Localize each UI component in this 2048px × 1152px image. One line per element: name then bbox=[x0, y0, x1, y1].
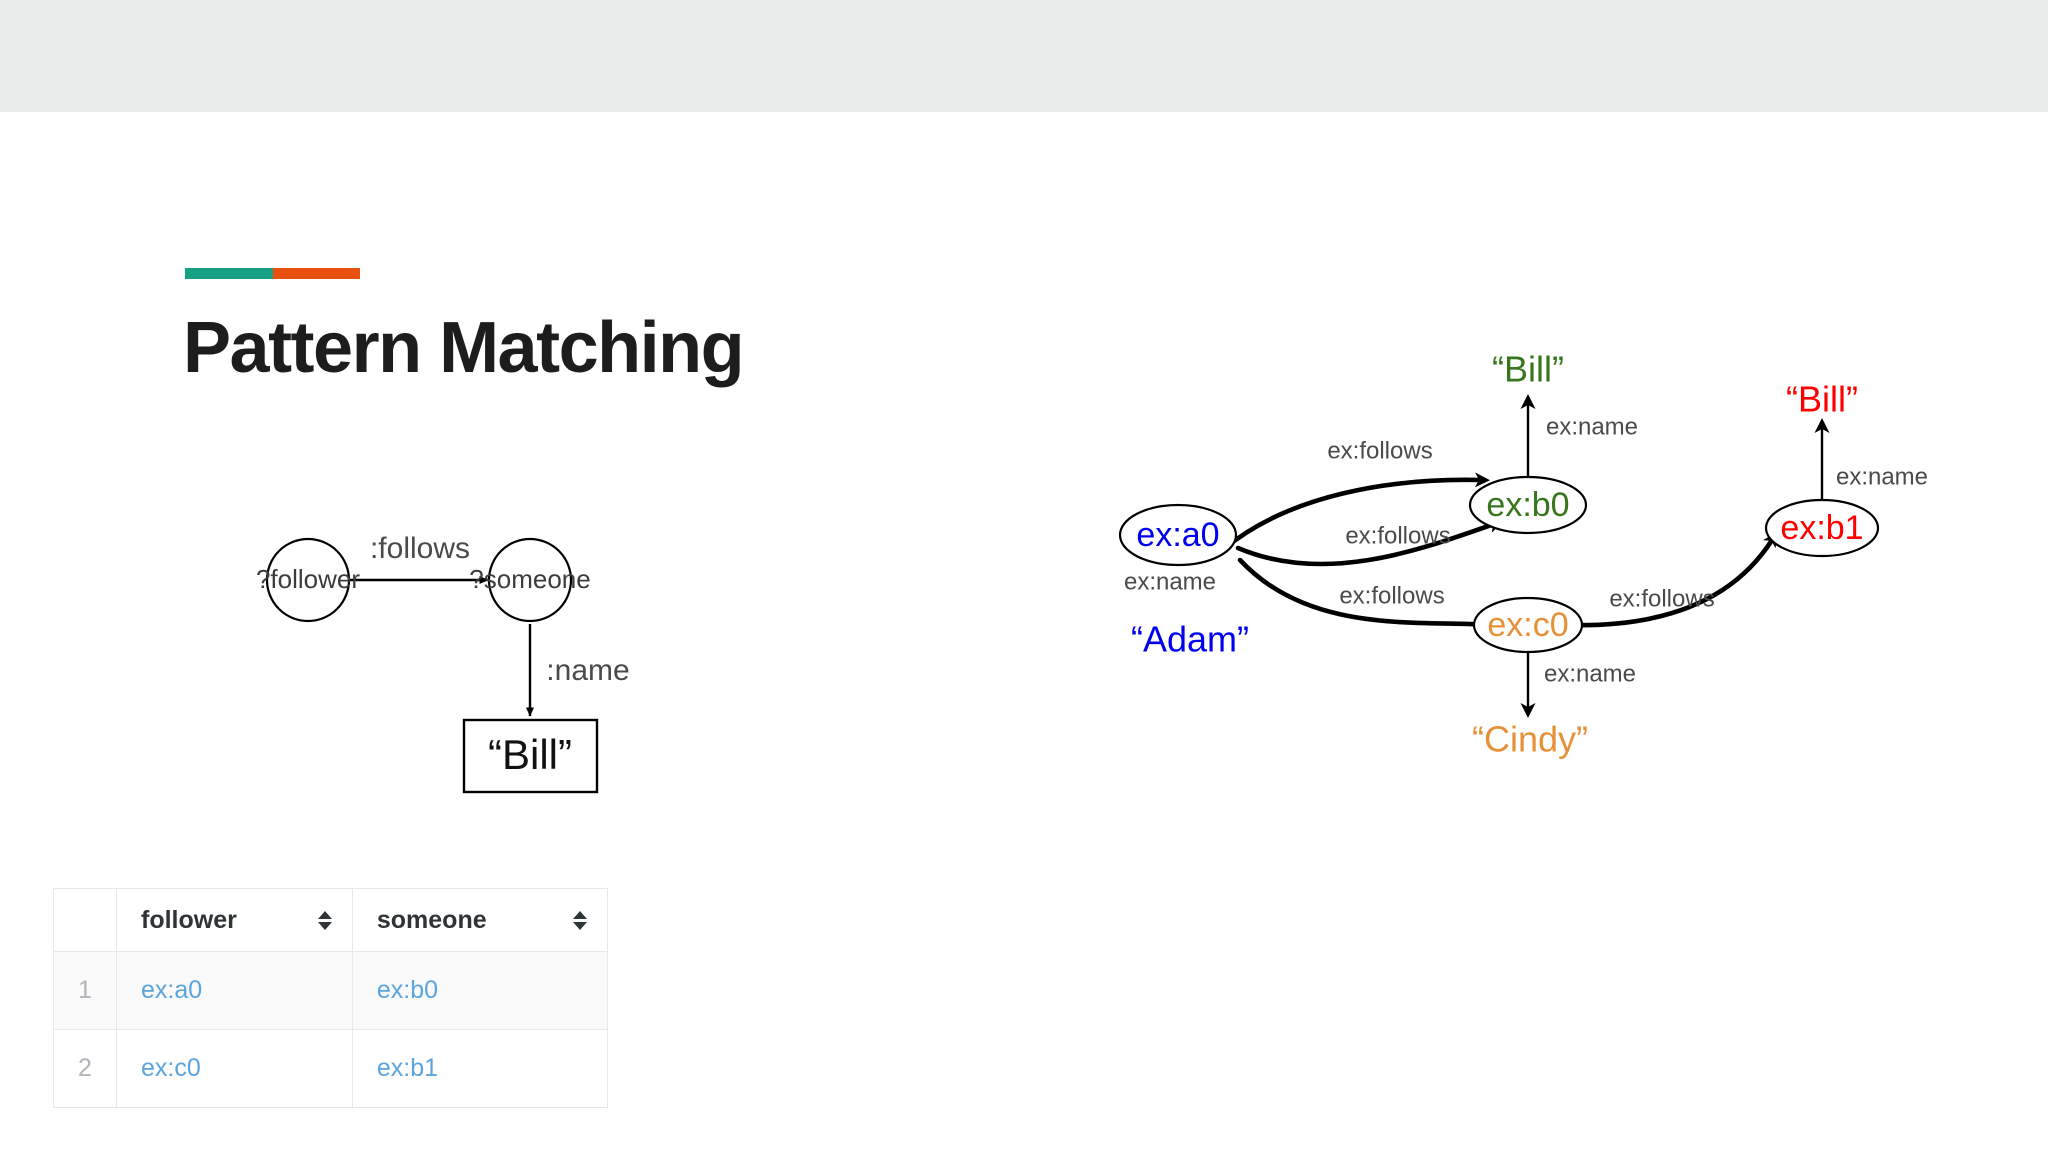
data-edge-b0-follows-a0-label: ex:follows bbox=[1327, 437, 1432, 464]
sort-icon[interactable] bbox=[317, 910, 332, 930]
pattern-graph: :follows :name ?follower ?someone “Bill” bbox=[256, 532, 630, 794]
accent-segment-teal bbox=[185, 268, 273, 279]
row-index: 1 bbox=[53, 951, 117, 1030]
column-header-follower[interactable]: follower bbox=[116, 888, 353, 952]
data-edge-a0-follows-b0-label: ex:follows bbox=[1345, 522, 1450, 549]
pattern-node-bill: “Bill” bbox=[462, 718, 599, 794]
results-table-body: 1 ex:a0 ex:b0 2 ex:c0 ex:b1 bbox=[53, 951, 609, 1108]
table-header-row: follower someone bbox=[53, 888, 609, 952]
slide-top-band bbox=[0, 0, 2048, 112]
data-node-b0: ex:b0 bbox=[1468, 475, 1588, 535]
pattern-node-follower: ?follower bbox=[256, 537, 360, 623]
pattern-node-bill-label: “Bill” bbox=[488, 731, 572, 778]
title-accent-bar bbox=[185, 268, 360, 279]
cell-someone[interactable]: ex:b1 bbox=[351, 1029, 609, 1108]
table-row[interactable]: 1 ex:a0 ex:b0 bbox=[53, 951, 609, 1030]
data-edge-b0-name-label: ex:name bbox=[1546, 413, 1638, 440]
data-edge-a0-follows-c0 bbox=[1237, 557, 1500, 633]
data-literal-bill-b0: “Bill” bbox=[1492, 349, 1564, 390]
data-node-b1-label: ex:b1 bbox=[1780, 509, 1863, 547]
accent-segment-orange bbox=[272, 268, 360, 279]
results-table: follower someone 1 bbox=[53, 888, 609, 1108]
data-node-c0-label: ex:c0 bbox=[1487, 606, 1568, 644]
pattern-node-someone-label: ?someone bbox=[469, 564, 590, 594]
data-edge-b0-follows-a0 bbox=[1222, 472, 1490, 551]
data-literal-cindy-c0: “Cindy” bbox=[1472, 719, 1588, 760]
data-edge-c0-follows-b1-label: ex:follows bbox=[1609, 585, 1714, 612]
pattern-node-someone: ?someone bbox=[469, 537, 591, 623]
data-edge-c0-name-label: ex:name bbox=[1544, 660, 1636, 687]
data-graph: ex:follows ex:follows ex:follows ex:foll… bbox=[1118, 349, 1928, 760]
data-edge-b1-name-label: ex:name bbox=[1836, 463, 1928, 490]
cell-follower[interactable]: ex:a0 bbox=[116, 951, 353, 1030]
column-header-index bbox=[53, 888, 117, 952]
data-edge-c0-follows-b1 bbox=[1565, 531, 1778, 628]
data-edge-a0-name-label: ex:name bbox=[1124, 568, 1216, 595]
sort-icon[interactable] bbox=[573, 910, 587, 930]
pattern-edge-name-label: :name bbox=[546, 654, 629, 687]
data-node-a0: ex:a0 bbox=[1118, 503, 1238, 567]
table-row[interactable]: 2 ex:c0 ex:b1 bbox=[53, 1029, 609, 1108]
pattern-node-follower-label: ?follower bbox=[256, 564, 360, 594]
cell-follower[interactable]: ex:c0 bbox=[116, 1029, 353, 1108]
data-literal-adam-a0: “Adam” bbox=[1131, 619, 1249, 660]
data-literal-bill-b1: “Bill” bbox=[1786, 379, 1858, 420]
data-edge-a0-follows-c0-label: ex:follows bbox=[1339, 582, 1444, 609]
cell-someone[interactable]: ex:b0 bbox=[351, 951, 609, 1030]
column-header-someone-label: someone bbox=[376, 905, 487, 934]
row-index: 2 bbox=[53, 1029, 117, 1108]
page-title: Pattern Matching bbox=[183, 308, 745, 388]
data-node-a0-label: ex:a0 bbox=[1136, 516, 1219, 554]
pattern-edge-follows-label: :follows bbox=[370, 532, 470, 565]
data-node-b1: ex:b1 bbox=[1764, 498, 1880, 558]
data-node-c0: ex:c0 bbox=[1472, 596, 1584, 654]
results-table-header: follower someone bbox=[53, 888, 609, 952]
column-header-follower-label: follower bbox=[141, 905, 237, 934]
data-edge-a0-follows-b0 bbox=[1235, 518, 1504, 567]
column-header-someone[interactable]: someone bbox=[351, 888, 609, 952]
data-node-b0-label: ex:b0 bbox=[1486, 486, 1569, 524]
